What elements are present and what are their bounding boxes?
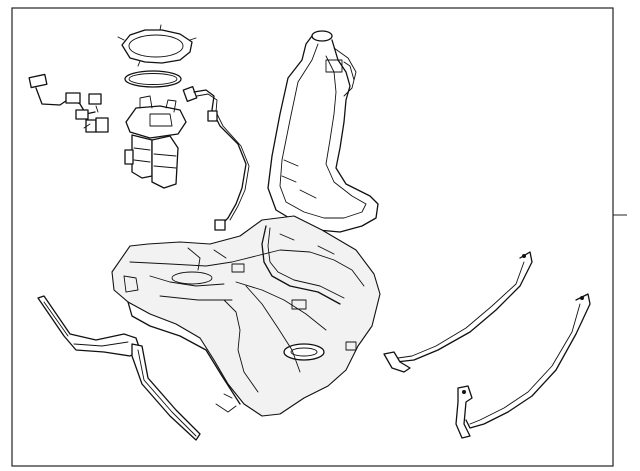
sender-wire-icon	[182, 86, 250, 231]
lock-ring-icon	[117, 24, 197, 67]
fuel-tank-icon	[111, 215, 381, 417]
tank-strap-icon	[383, 251, 533, 373]
diagram-border	[11, 7, 614, 467]
filler-neck-icon	[267, 30, 379, 233]
heat-shield-icon	[37, 295, 201, 441]
fuel-pump-icon	[124, 95, 187, 189]
tank-strap-icon	[455, 293, 591, 439]
seal-ring-icon	[124, 70, 182, 88]
wiring-harness-icon	[28, 73, 109, 133]
